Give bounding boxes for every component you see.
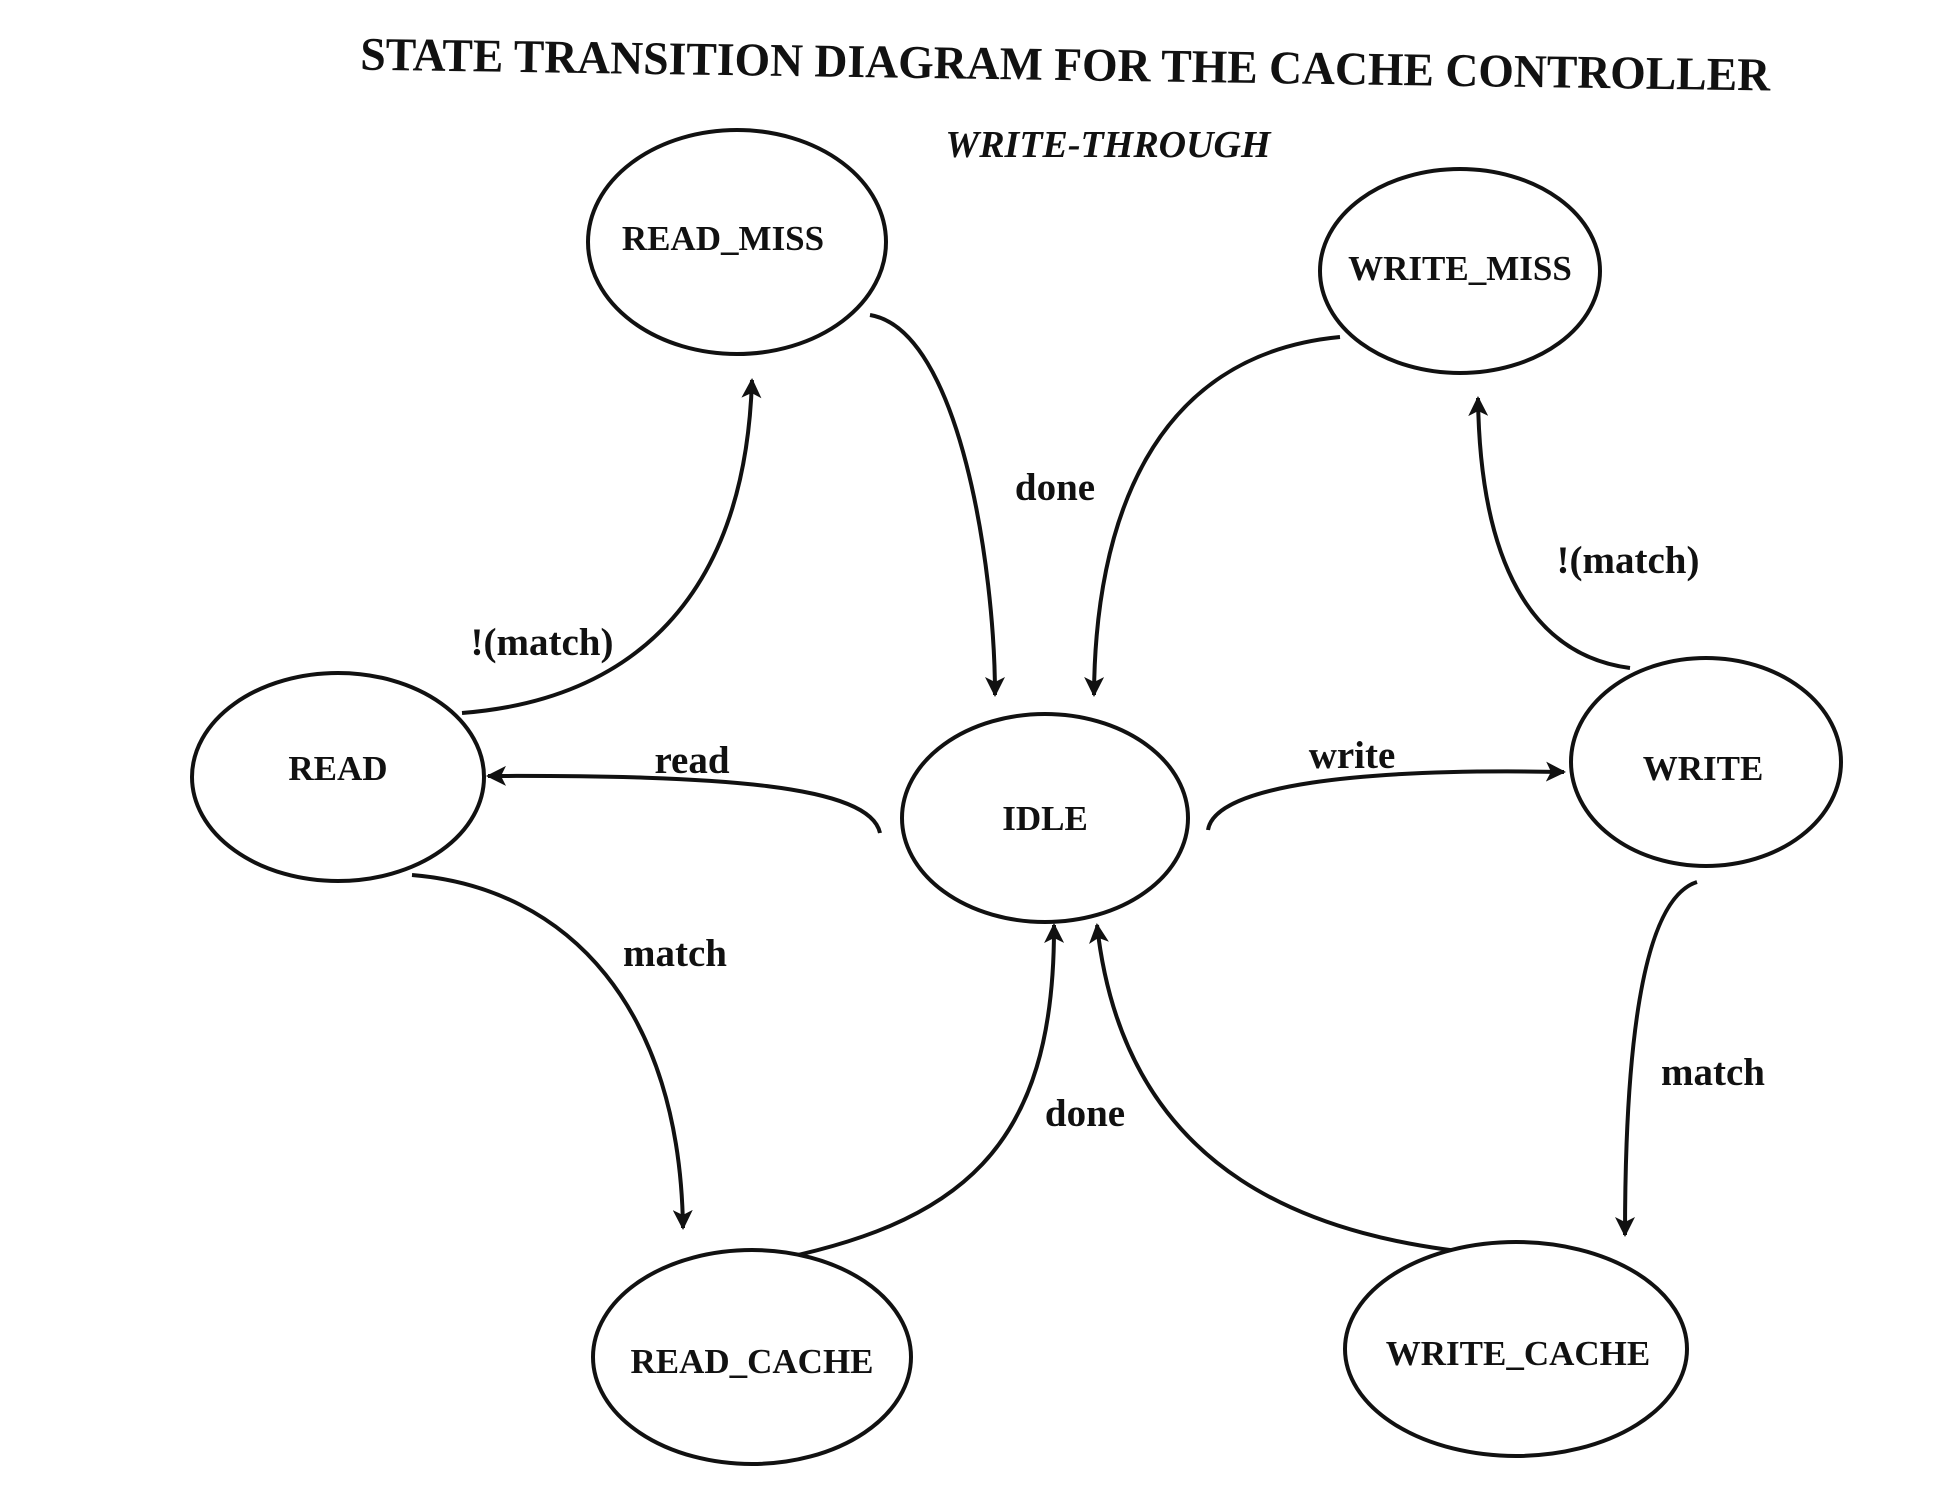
state-ellipse bbox=[190, 671, 486, 883]
edge-label-not-match: !(match) bbox=[1557, 539, 1700, 582]
edge-arrow bbox=[1084, 335, 1341, 697]
edge-label-done: done bbox=[1045, 1092, 1125, 1135]
state-ellipse bbox=[900, 712, 1190, 924]
state-label: READ_CACHE bbox=[630, 1342, 873, 1381]
transition-write-to-write-miss: !(match) bbox=[1468, 396, 1700, 670]
transition-idle-to-read: read bbox=[486, 739, 882, 834]
edge-label-write: write bbox=[1309, 734, 1396, 777]
edge-arrow bbox=[869, 313, 1005, 697]
edge-arrow bbox=[759, 923, 1065, 1265]
state-ellipse bbox=[1343, 1240, 1689, 1458]
transition-write-to-write-cache: match bbox=[1615, 880, 1765, 1237]
edge-label-read: read bbox=[654, 739, 729, 782]
state-write: WRITE bbox=[1569, 656, 1843, 868]
state-write-cache: WRITE_CACHE bbox=[1343, 1240, 1689, 1458]
edge-arrow bbox=[411, 873, 693, 1230]
state-ellipse bbox=[586, 128, 888, 356]
state-read-miss: READ_MISS bbox=[586, 128, 888, 356]
state-read-cache: READ_CACHE bbox=[591, 1248, 913, 1466]
state-ellipse bbox=[1318, 167, 1602, 375]
state-label: READ_MISS bbox=[622, 219, 824, 258]
state-label: READ bbox=[288, 749, 387, 788]
transition-read-to-read-cache: match bbox=[411, 873, 727, 1230]
state-ellipse bbox=[1569, 656, 1843, 868]
transition-write-cache-to-idle bbox=[1089, 923, 1496, 1257]
state-idle: IDLE bbox=[900, 712, 1190, 924]
state-read: READ bbox=[190, 671, 486, 883]
state-label: WRITE_CACHE bbox=[1386, 1334, 1650, 1373]
edge-arrow bbox=[1206, 761, 1566, 831]
edge-arrow bbox=[1468, 396, 1631, 670]
edge-label-not-match: !(match) bbox=[471, 621, 614, 664]
transition-idle-to-write: write bbox=[1206, 734, 1566, 831]
edge-label-match: match bbox=[623, 932, 727, 975]
edge-arrow bbox=[1089, 923, 1496, 1257]
state-ellipse bbox=[591, 1248, 913, 1466]
edge-label-done: done bbox=[1015, 466, 1095, 509]
state-write-miss: WRITE_MISS bbox=[1318, 167, 1602, 375]
diagram-subtitle: WRITE-THROUGH bbox=[945, 124, 1272, 166]
edge-arrow bbox=[461, 378, 762, 715]
transition-read-to-read-miss: !(match) bbox=[461, 378, 762, 715]
transition-read-miss-to-idle: done bbox=[869, 313, 1095, 697]
diagram-title: STATE TRANSITION DIAGRAM FOR THE CACHE C… bbox=[360, 29, 1772, 102]
edge-label-match: match bbox=[1661, 1051, 1765, 1094]
state-label: WRITE_MISS bbox=[1348, 249, 1572, 288]
edge-arrow bbox=[1615, 880, 1698, 1237]
transition-read-cache-to-idle: done bbox=[759, 923, 1125, 1265]
state-label: WRITE bbox=[1643, 749, 1764, 788]
edge-arrow bbox=[486, 765, 882, 834]
transition-write-miss-to-idle bbox=[1084, 335, 1341, 697]
state-label: IDLE bbox=[1002, 799, 1088, 838]
